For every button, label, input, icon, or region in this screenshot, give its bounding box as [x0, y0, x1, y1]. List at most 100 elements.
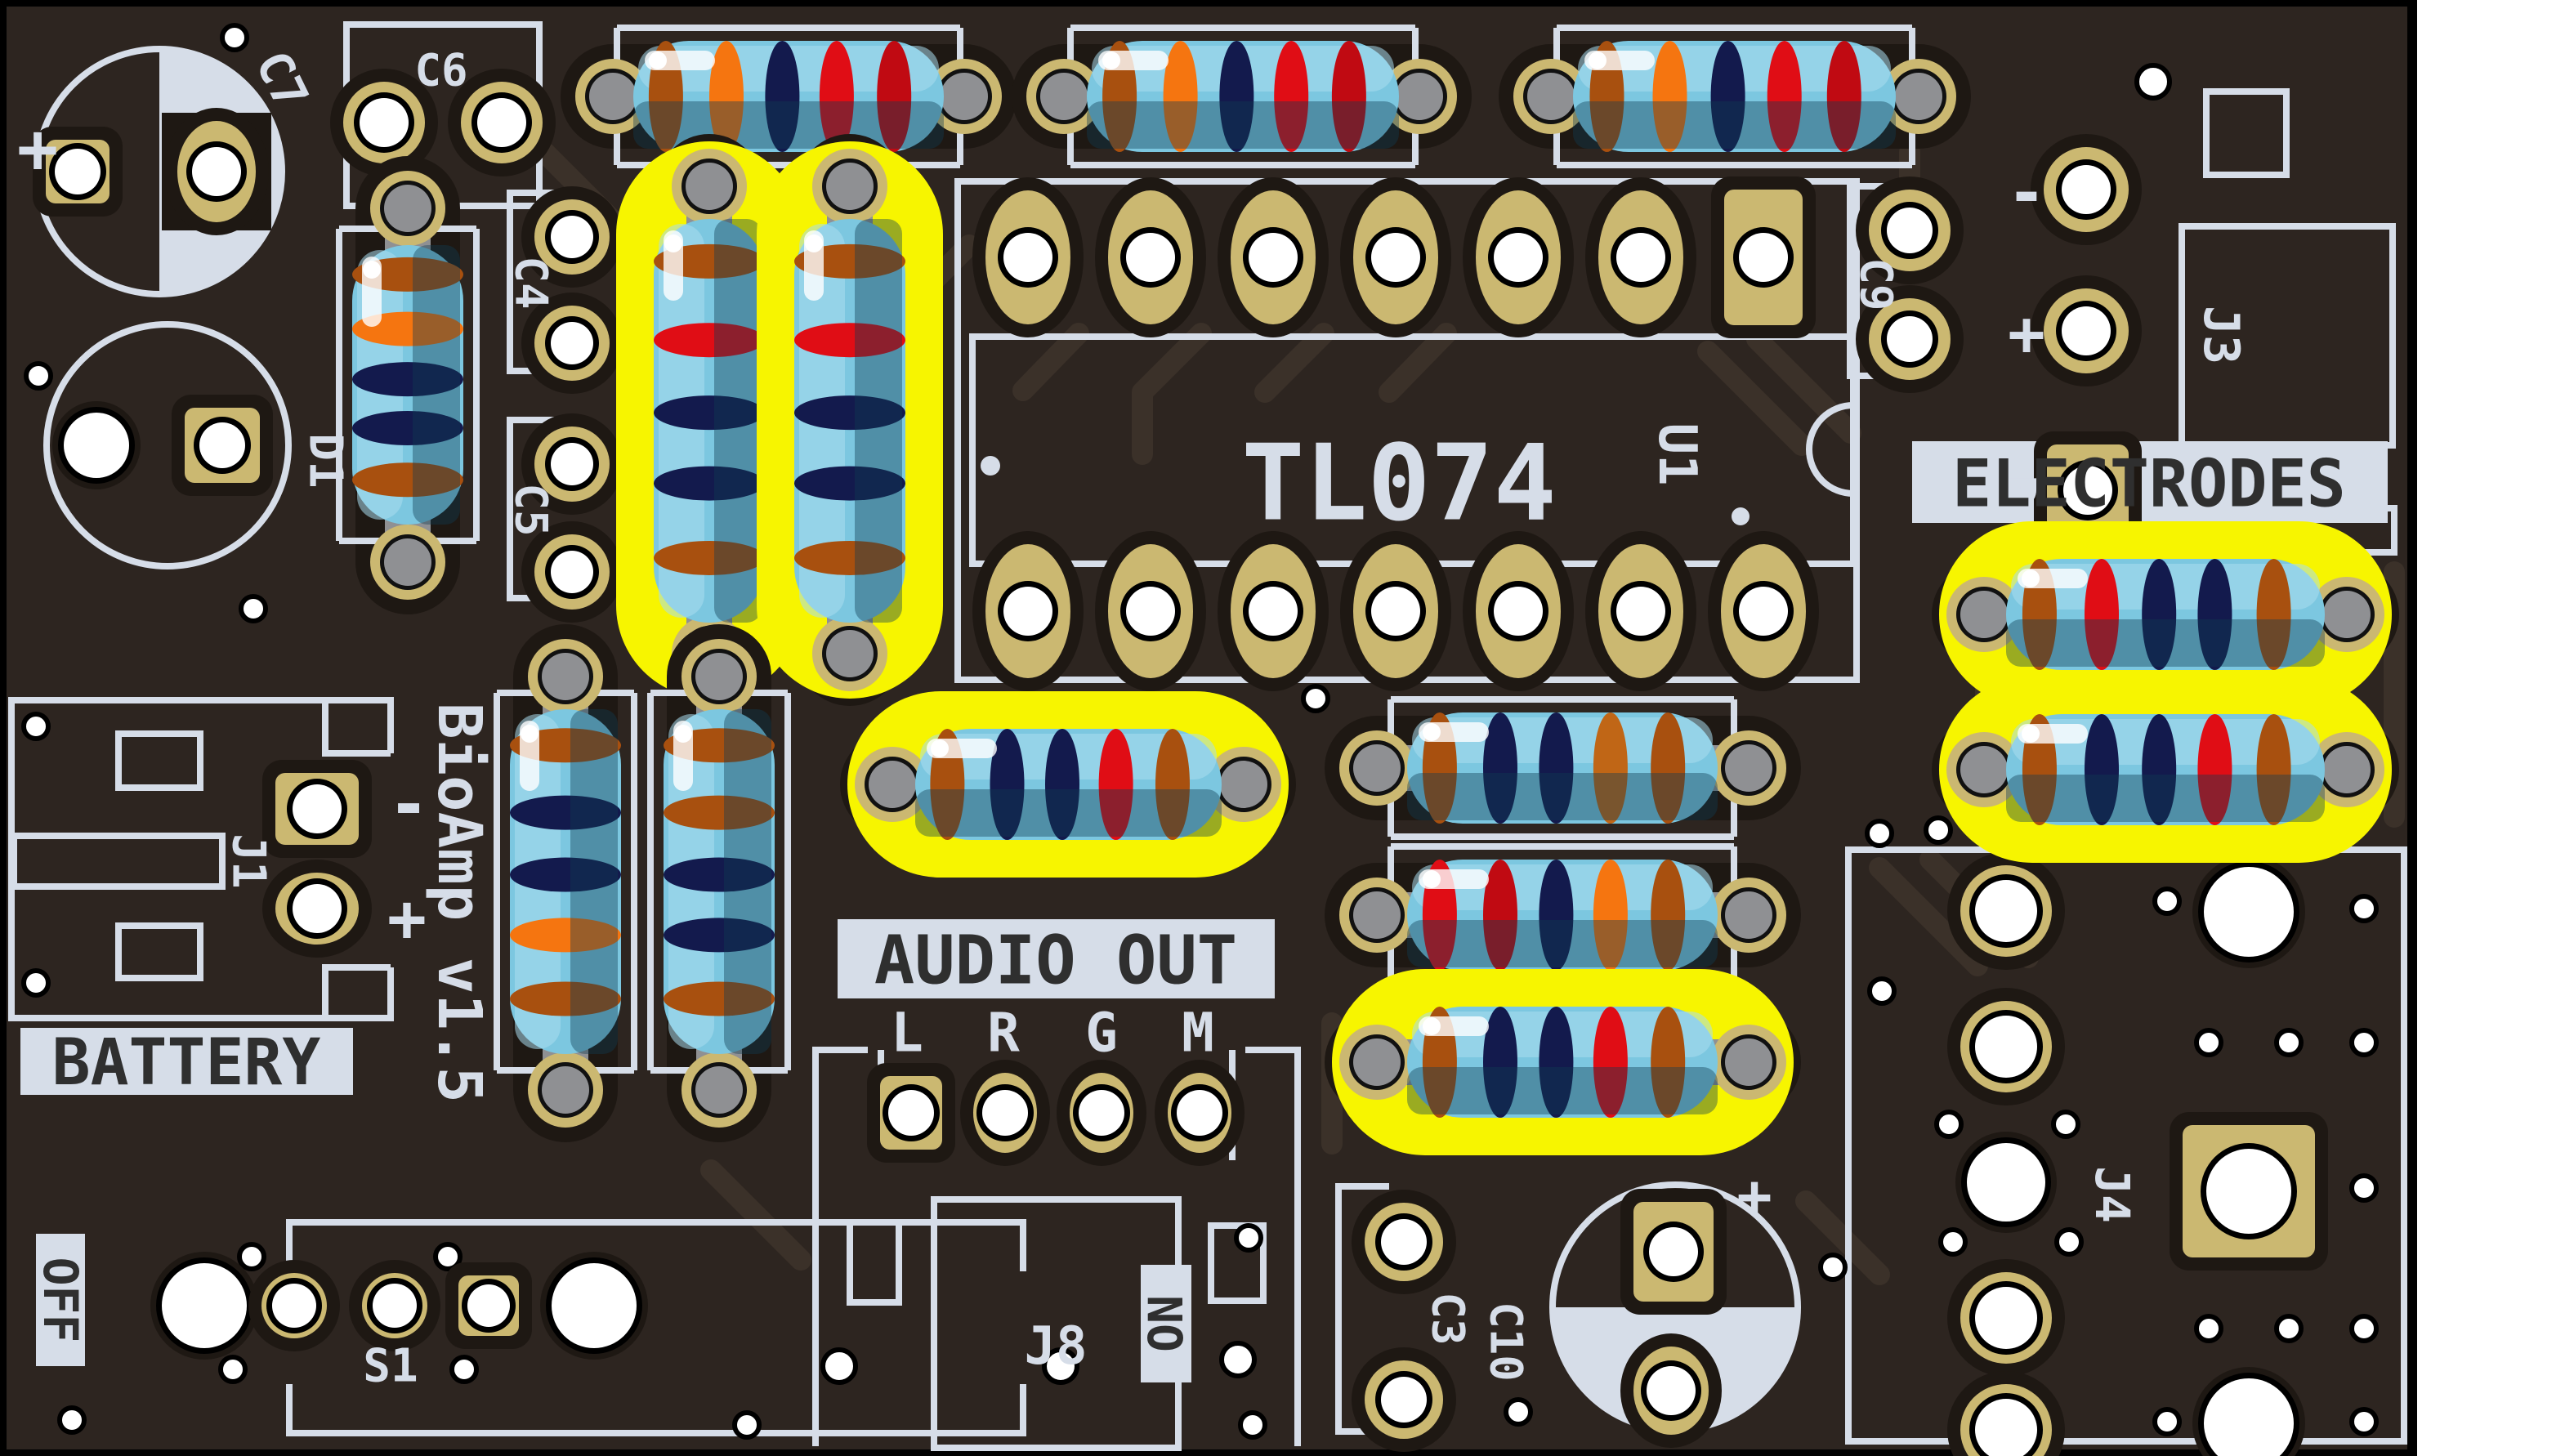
pad-C9-1 — [1856, 176, 1964, 284]
label-c4: C4 — [506, 256, 557, 309]
pad-J3-minus — [2031, 134, 2142, 245]
j1-plus-mark: + — [387, 881, 427, 957]
via-35 — [1938, 1227, 1968, 1257]
label-j4: J4 — [2085, 1166, 2140, 1223]
label-c10: C10 — [1481, 1302, 1532, 1382]
pad-C5-2 — [521, 521, 623, 623]
via-32 — [2349, 1407, 2379, 1436]
via-5 — [1865, 819, 1894, 848]
pad-U1-bot-7 — [1708, 531, 1819, 691]
via-12 — [1238, 1410, 1267, 1440]
pad-CAP2-hole — [52, 401, 141, 489]
pad-C4-2 — [521, 293, 623, 394]
label-d1: D1 — [299, 433, 352, 488]
pad-S1-on-hole — [540, 1252, 648, 1360]
resistor-v-yellow-1[interactable] — [616, 134, 802, 706]
pad-S1-1 — [248, 1260, 340, 1351]
pad-J4-1 — [1947, 852, 2065, 970]
pad-S1-2 — [349, 1260, 440, 1351]
pad-C6-1 — [330, 69, 438, 176]
resistor-top-1[interactable] — [561, 25, 1017, 168]
on-label-box — [1141, 1265, 1191, 1382]
resistor-electrode-2[interactable] — [1932, 677, 2399, 863]
via-10 — [1219, 1341, 1257, 1378]
via-38 — [21, 968, 51, 998]
pad-J4-hole-bottom — [2192, 1367, 2305, 1456]
s1-outline-top — [286, 1219, 1026, 1271]
j1-notch-bottom — [322, 964, 391, 1018]
pad-C7-pos — [162, 108, 271, 235]
u1-dot2 — [1732, 507, 1750, 525]
via-28 — [2194, 1314, 2223, 1343]
via-0 — [220, 23, 249, 52]
pad-U1-top-2 — [1095, 177, 1206, 337]
j1-inner-3 — [115, 922, 203, 981]
j1-notch-top — [322, 700, 391, 757]
via-17 — [433, 1242, 463, 1271]
via-26 — [2349, 1028, 2379, 1057]
pad-J4-3 — [1955, 1132, 2057, 1233]
pad-U1-top-6 — [1585, 177, 1696, 337]
pad-U1-top-5 — [1463, 177, 1574, 337]
via-37 — [21, 712, 51, 741]
pad-C4-1 — [521, 186, 623, 288]
via-34 — [2051, 1110, 2080, 1139]
c7-plus-mark: + — [17, 109, 59, 189]
via-14 — [1504, 1397, 1533, 1427]
u1-notch — [1806, 402, 1854, 497]
via-29 — [2274, 1314, 2304, 1343]
resistor-mid-yellow[interactable] — [840, 691, 1296, 878]
pad-J4-2 — [1947, 988, 2065, 1105]
label-j1: J1 — [222, 833, 275, 888]
resistor-right-1[interactable] — [1325, 696, 1801, 840]
pad-U1-top-1 — [972, 177, 1084, 337]
via-24 — [2194, 1028, 2223, 1057]
components — [336, 25, 2399, 1155]
resistor-right-2[interactable] — [1325, 843, 1801, 987]
j1-inner-1 — [115, 730, 203, 791]
j3-plus-mark: + — [2008, 297, 2045, 370]
via-19 — [449, 1355, 479, 1384]
resistor-top-3[interactable] — [1499, 25, 1971, 168]
battery-label-box — [20, 1028, 353, 1095]
pad-U1-bot-4 — [1340, 531, 1451, 691]
resistor-D1[interactable] — [336, 156, 480, 614]
audio-out-label-box — [838, 919, 1275, 998]
via-4 — [1301, 684, 1330, 713]
electrodes-label: ELECTRODES — [1952, 446, 2346, 522]
resistor-top-2[interactable] — [1012, 25, 1472, 168]
pads — [33, 69, 2328, 1456]
electrodes-label-box — [1912, 441, 2388, 523]
audio-l-label: L — [891, 1002, 923, 1065]
board-title: BioAmp v1.5 — [424, 703, 494, 1103]
pad-C3-2 — [1352, 1347, 1456, 1452]
resistor-v-yellow-2[interactable] — [757, 134, 943, 706]
via-18 — [218, 1355, 248, 1384]
resistor-v-3[interactable] — [494, 624, 637, 1142]
pad-U1-bot-6 — [1585, 531, 1696, 691]
label-j3: J3 — [2192, 306, 2250, 364]
pad-U1-bot-3 — [1218, 531, 1329, 691]
pad-C5-1 — [521, 413, 623, 515]
via-1 — [24, 361, 53, 391]
resistor-right-yellow[interactable] — [1325, 969, 1801, 1155]
resistor-v-4[interactable] — [647, 624, 791, 1142]
resistor-electrode-1[interactable] — [1932, 521, 2399, 708]
pad-J4-hole-top — [2192, 855, 2305, 968]
via-9 — [1042, 1347, 1079, 1385]
off-label: OFF — [33, 1257, 88, 1343]
pad-U1-bot-5 — [1463, 531, 1574, 691]
label-c5: C5 — [506, 483, 557, 536]
u1-pin1-dot — [981, 456, 1000, 476]
u1-part-label: TL074 — [1241, 423, 1556, 545]
via-22 — [2152, 887, 2182, 916]
via-27 — [2349, 1173, 2379, 1203]
label-c6: C6 — [414, 45, 467, 96]
pad-AUDIO-L — [867, 1063, 955, 1163]
s1-outline-bottom — [286, 1384, 1026, 1436]
audio-out-label: AUDIO OUT — [874, 922, 1237, 1000]
audio-r-label: R — [987, 1002, 1020, 1065]
labels: C7 + C6 C4 C5 D1 C9 J3 - + R ELECTRODES … — [17, 42, 2346, 1393]
pad-U1-top-7 — [1711, 176, 1816, 338]
